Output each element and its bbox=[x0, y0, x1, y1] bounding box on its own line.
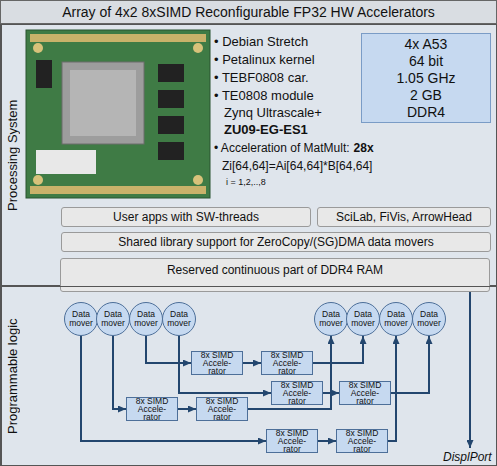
accelerator-box: 8x SIMD Accele- rator bbox=[336, 429, 388, 453]
node-text: 8x SIMD Accele- rator bbox=[199, 397, 245, 421]
node-text: Data mover bbox=[163, 310, 195, 328]
node-text: 8x SIMD Accele- rator bbox=[342, 381, 388, 405]
data-flow-arrow bbox=[113, 336, 126, 409]
software-layer-box: Shared library support for ZeroCopy/(SG)… bbox=[61, 232, 491, 252]
band-label: Processing System bbox=[1, 25, 23, 285]
node-text: Shared library support for ZeroCopy/(SG)… bbox=[118, 235, 433, 249]
data-flow-arrow bbox=[323, 392, 339, 394]
annotation-text: • TEBF0808 car. bbox=[214, 70, 309, 85]
data-flow-arrow bbox=[243, 362, 261, 364]
mount-hole bbox=[193, 175, 203, 185]
node-text: Data mover bbox=[315, 310, 347, 328]
component bbox=[158, 116, 184, 134]
soc-die bbox=[70, 70, 136, 136]
component bbox=[158, 142, 184, 160]
label-line: • Debian Stretch bbox=[214, 34, 308, 49]
label-line: • Petalinux kernel bbox=[214, 52, 315, 67]
data-flow-arrow bbox=[313, 336, 363, 363]
soc-chip bbox=[62, 62, 144, 144]
label-line: ZU09-EG-ES1 bbox=[224, 122, 308, 137]
label-line: • Acceleration of MatMult: 28x bbox=[214, 141, 374, 155]
node-text: User apps with SW-threads bbox=[113, 210, 259, 224]
title-band: Array of 4x2 8xSIMD Reconfigurable FP32 … bbox=[0, 0, 497, 24]
node-text: 4x A53 64 bit 1.05 GHz 2 GB DDR4 bbox=[396, 36, 455, 120]
data-flow-arrow bbox=[318, 440, 336, 442]
pcb bbox=[26, 30, 210, 198]
node-text: Data mover bbox=[65, 310, 97, 328]
component bbox=[36, 60, 52, 88]
data-flow-arrow bbox=[179, 336, 271, 393]
mount-hole bbox=[193, 43, 203, 53]
accelerator-box: 8x SIMD Accele- rator bbox=[339, 381, 391, 405]
accelerator-box: 8x SIMD Accele- rator bbox=[261, 351, 313, 375]
data-flow-arrow bbox=[391, 336, 429, 393]
accelerator-box: 8x SIMD Accele- rator bbox=[271, 381, 323, 405]
displayport-arrow bbox=[469, 292, 471, 448]
component bbox=[158, 90, 184, 108]
data-mover-circle: Data mover bbox=[314, 302, 348, 336]
node-text: 8x SIMD Accele- rator bbox=[129, 397, 175, 421]
region-band: Programmable logicData moverData moverDa… bbox=[0, 286, 497, 466]
annotation-text: 28x bbox=[354, 141, 374, 155]
annotation-text: • Petalinux kernel bbox=[214, 52, 315, 67]
node-text: Data mover bbox=[130, 310, 162, 328]
annotation-text: DisplPort bbox=[443, 450, 492, 464]
label-line: DisplPort bbox=[443, 450, 492, 464]
label-line: • TE0808 module bbox=[214, 88, 314, 103]
annotation-text: • Debian Stretch bbox=[214, 34, 308, 49]
annotation-text: i = 1,2,..,8 bbox=[226, 177, 266, 187]
annotation-text: • TE0808 module bbox=[214, 88, 314, 103]
accelerator-box: 8x SIMD Accele- rator bbox=[126, 397, 178, 421]
node-text: SciLab, FiVis, ArrowHead bbox=[336, 210, 472, 224]
mount-hole bbox=[33, 43, 43, 53]
logo-plate bbox=[36, 150, 96, 174]
data-mover-circle: Data mover bbox=[346, 302, 380, 336]
mount-hole bbox=[33, 175, 43, 185]
band-label: Programmable logic bbox=[1, 287, 23, 465]
cpu-spec-box: 4x A53 64 bit 1.05 GHz 2 GB DDR4 bbox=[361, 33, 491, 123]
data-mover-circle: Data mover bbox=[96, 302, 130, 336]
component bbox=[158, 64, 184, 82]
annotation-text: • Acceleration of MatMult: bbox=[214, 141, 350, 155]
accelerator-box: 8x SIMD Accele- rator bbox=[266, 429, 318, 453]
title-text: Array of 4x2 8xSIMD Reconfigurable FP32 … bbox=[62, 4, 435, 20]
node-text: Data mover bbox=[413, 310, 445, 328]
node-text: 8x SIMD Accele- rator bbox=[264, 351, 310, 375]
accelerator-box: 8x SIMD Accele- rator bbox=[191, 351, 243, 375]
annotation-text: ZU09-EG-ES1 bbox=[224, 122, 308, 137]
software-layer-box: User apps with SW-threads bbox=[61, 207, 311, 227]
data-flow-arrow bbox=[146, 336, 191, 363]
label-line: Zi[64,64]=Ai[64,64]*B[64,64] bbox=[222, 159, 372, 173]
annotation-text: Zynq Ultrascale+ bbox=[224, 105, 322, 120]
software-layer-box: SciLab, FiVis, ArrowHead bbox=[317, 207, 491, 227]
node-text: Data mover bbox=[97, 310, 129, 328]
node-text: 8x SIMD Accele- rator bbox=[269, 429, 315, 453]
data-flow-arrow bbox=[178, 408, 196, 410]
annotation-text: Zi[64,64]=Ai[64,64]*B[64,64] bbox=[222, 159, 372, 173]
node-text: Data mover bbox=[380, 310, 412, 328]
label-line: Zynq Ultrascale+ bbox=[224, 105, 322, 120]
accelerator-box: 8x SIMD Accele- rator bbox=[196, 397, 248, 421]
pcb-pads bbox=[30, 186, 206, 194]
node-text: 8x SIMD Accele- rator bbox=[274, 381, 320, 405]
data-mover-circle: Data mover bbox=[129, 302, 163, 336]
data-mover-circle: Data mover bbox=[162, 302, 196, 336]
node-text: 8x SIMD Accele- rator bbox=[194, 351, 240, 375]
board-photo bbox=[26, 30, 210, 198]
label-line: i = 1,2,..,8 bbox=[226, 177, 266, 187]
node-text: Data mover bbox=[347, 310, 379, 328]
data-mover-circle: Data mover bbox=[412, 302, 446, 336]
data-mover-circle: Data mover bbox=[379, 302, 413, 336]
pcb-pads bbox=[30, 34, 206, 42]
label-line: • TEBF0808 car. bbox=[214, 70, 309, 85]
data-flow-arrow bbox=[81, 336, 266, 441]
node-text: Reserved continuous part of DDR4 RAM bbox=[167, 263, 383, 277]
node-text: 8x SIMD Accele- rator bbox=[339, 429, 385, 453]
data-flow-arrow bbox=[248, 336, 331, 409]
data-mover-circle: Data mover bbox=[64, 302, 98, 336]
